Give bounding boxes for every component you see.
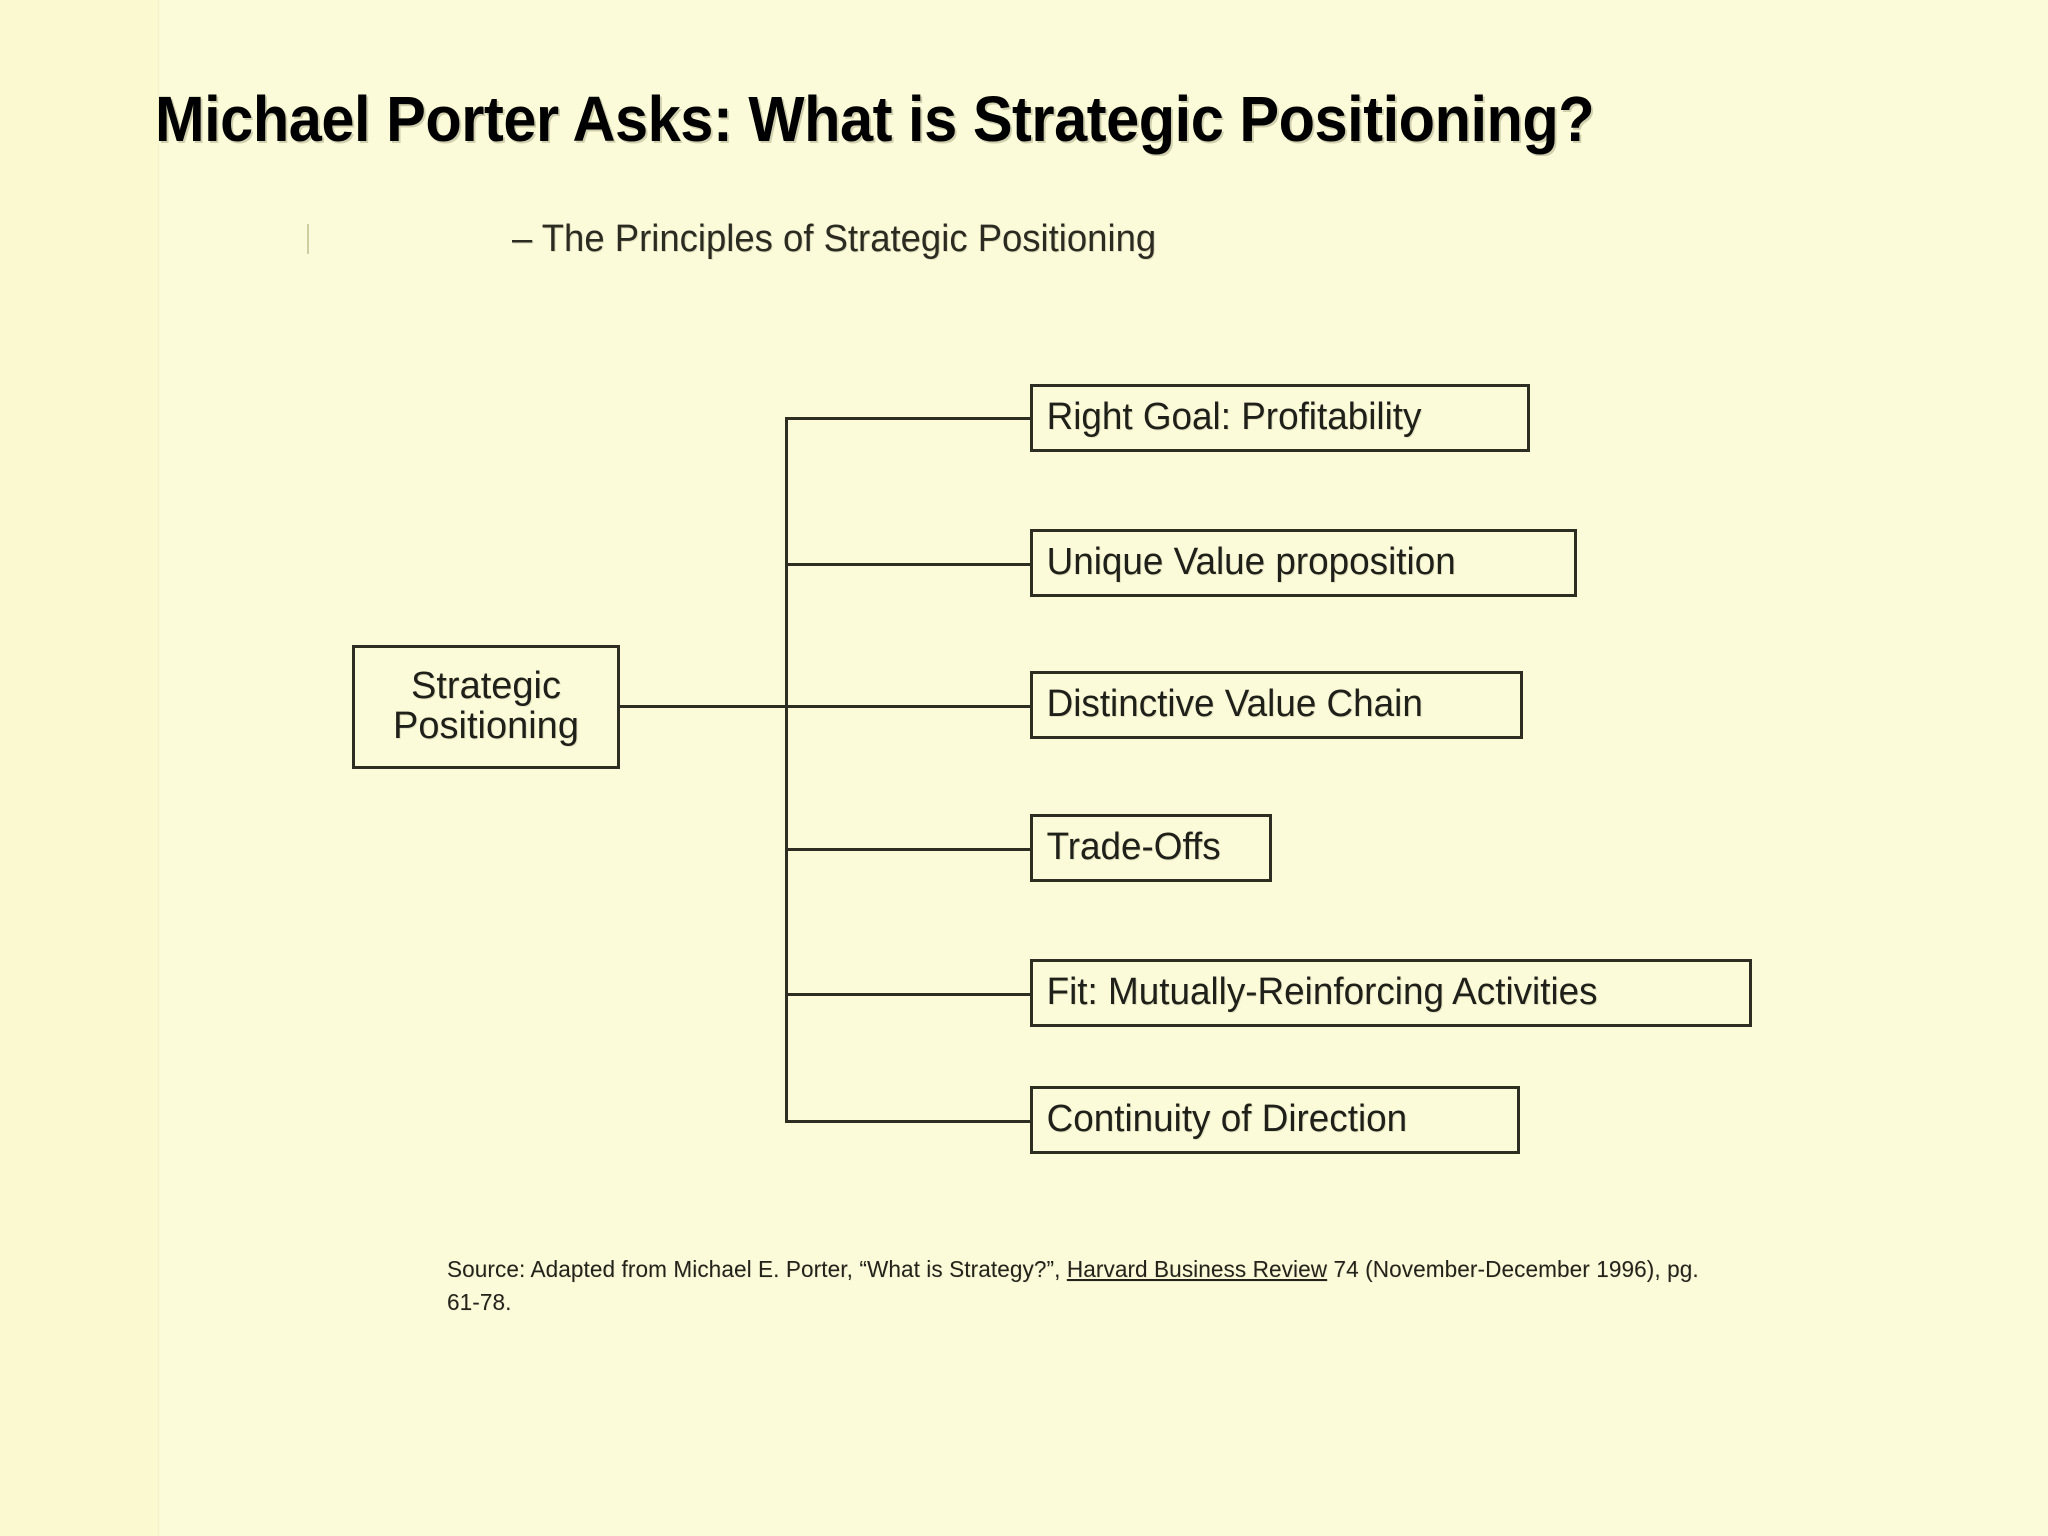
tree-node-label: Fit: Mutually-Reinforcing Activities	[1046, 971, 1598, 1014]
tree-node-label: Continuity of Direction	[1046, 1098, 1408, 1141]
tree-root-node: Strategic Positioning	[352, 645, 620, 769]
source-suffix: 74 (November-December 1996), pg. 61-78.	[447, 1256, 1699, 1315]
branch-connector-5	[785, 993, 1032, 996]
tree-node-continuity-of-direction: Continuity of Direction	[1030, 1086, 1520, 1154]
tree-node-unique-value-proposition: Unique Value proposition	[1030, 529, 1577, 597]
tree-node-label: Right Goal: Profitability	[1046, 396, 1422, 439]
tree-node-label: Distinctive Value Chain	[1046, 683, 1423, 726]
branch-connector-4	[785, 848, 1032, 851]
tree-trunk	[785, 417, 788, 1123]
left-margin-divider	[158, 0, 159, 1536]
tree-node-right-goal: Right Goal: Profitability	[1030, 384, 1530, 452]
bullet-tick-icon	[307, 224, 309, 254]
page-title: Michael Porter Asks: What is Strategic P…	[155, 83, 1595, 155]
source-journal: Harvard Business Review	[1066, 1256, 1328, 1282]
tree-node-fit-mutually-reinforcing-activities: Fit: Mutually-Reinforcing Activities	[1030, 959, 1752, 1027]
source-prefix: Source: Adapted from Michael E. Porter, …	[447, 1256, 1067, 1282]
tree-root-label: Strategic Positioning	[393, 665, 579, 747]
root-stem-connector	[620, 705, 787, 708]
branch-connector-1	[785, 417, 1032, 420]
source-citation: Source: Adapted from Michael E. Porter, …	[447, 1253, 1721, 1318]
tree-node-distinctive-value-chain: Distinctive Value Chain	[1030, 671, 1523, 739]
left-margin-strip	[0, 0, 158, 1536]
branch-connector-6	[785, 1120, 1032, 1123]
branch-connector-2	[785, 563, 1032, 566]
slide-subtitle: – The Principles of Strategic Positionin…	[512, 218, 1157, 260]
tree-node-trade-offs: Trade-Offs	[1030, 814, 1272, 882]
tree-node-label: Trade-Offs	[1046, 826, 1221, 869]
tree-node-label: Unique Value proposition	[1046, 541, 1456, 584]
subtitle-row: – The Principles of Strategic Positionin…	[300, 218, 1700, 276]
branch-connector-3	[785, 705, 1032, 708]
